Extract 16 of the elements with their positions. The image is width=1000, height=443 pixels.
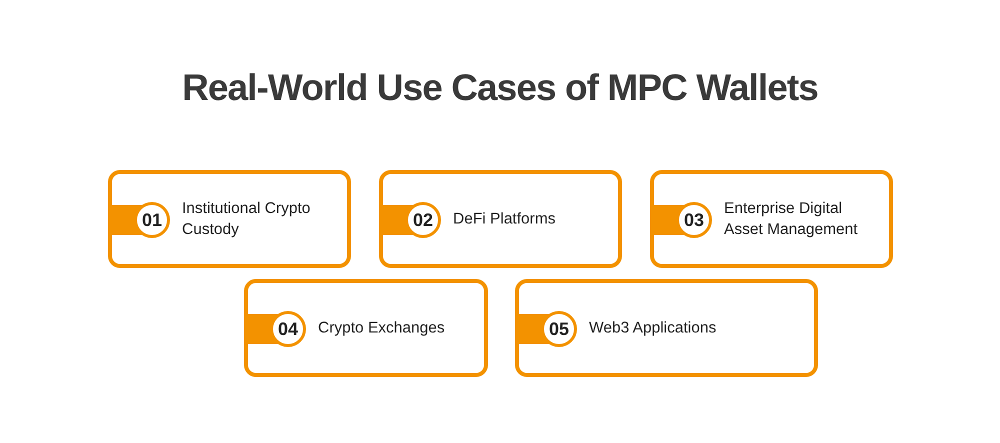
card-title: Enterprise Digital Asset Management bbox=[724, 199, 859, 240]
number-badge: 05 bbox=[541, 311, 577, 347]
use-case-card bbox=[244, 279, 488, 377]
number-badge: 04 bbox=[270, 311, 306, 347]
use-case-card bbox=[515, 279, 818, 377]
number-badge: 02 bbox=[405, 202, 441, 238]
card-title: Web3 Applications bbox=[589, 318, 718, 338]
number-badge: 03 bbox=[676, 202, 712, 238]
use-case-card bbox=[108, 170, 351, 268]
card-title: Crypto Exchanges bbox=[318, 318, 446, 338]
use-case-card bbox=[650, 170, 893, 268]
number-badge: 01 bbox=[134, 202, 170, 238]
use-case-card bbox=[379, 170, 622, 268]
title: Real-World Use Cases of MPC Wallets bbox=[182, 66, 818, 110]
card-title: Institutional Crypto Custody bbox=[182, 199, 312, 240]
card-title: DeFi Platforms bbox=[453, 210, 556, 230]
